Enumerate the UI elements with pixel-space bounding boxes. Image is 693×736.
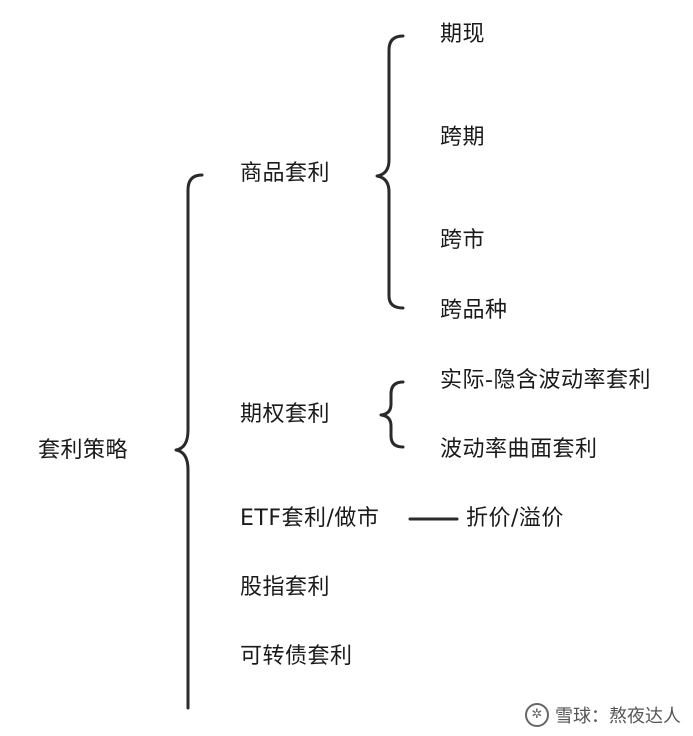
watermark: ✲ 雪球：熬夜达人 <box>525 702 681 728</box>
watermark-text: 雪球：熬夜达人 <box>555 706 681 727</box>
index-arbitrage-label: 股指套利 <box>240 575 331 600</box>
commodity-child-cross-variety: 跨品种 <box>440 298 508 323</box>
options-child-realized-implied-vol: 实际-隐含波动率套利 <box>440 368 651 393</box>
commodity-brace <box>375 34 405 310</box>
options-child-vol-surface: 波动率曲面套利 <box>440 437 598 462</box>
commodity-child-calendar: 跨期 <box>440 125 486 150</box>
options-arbitrage-label: 期权套利 <box>240 402 331 427</box>
commodity-child-cross-market: 跨市 <box>440 228 486 253</box>
commodity-arbitrage-label: 商品套利 <box>240 161 331 186</box>
root-brace <box>174 173 204 710</box>
root-label: 套利策略 <box>38 438 129 463</box>
convertible-arbitrage-label: 可转债套利 <box>240 644 353 669</box>
options-brace <box>379 380 405 449</box>
commodity-child-spot-futures: 期现 <box>440 22 486 47</box>
etf-child-discount-premium: 折价/溢价 <box>466 506 564 531</box>
etf-arbitrage-label: ETF套利/做市 <box>240 506 380 531</box>
snowball-logo-icon: ✲ <box>525 703 549 727</box>
